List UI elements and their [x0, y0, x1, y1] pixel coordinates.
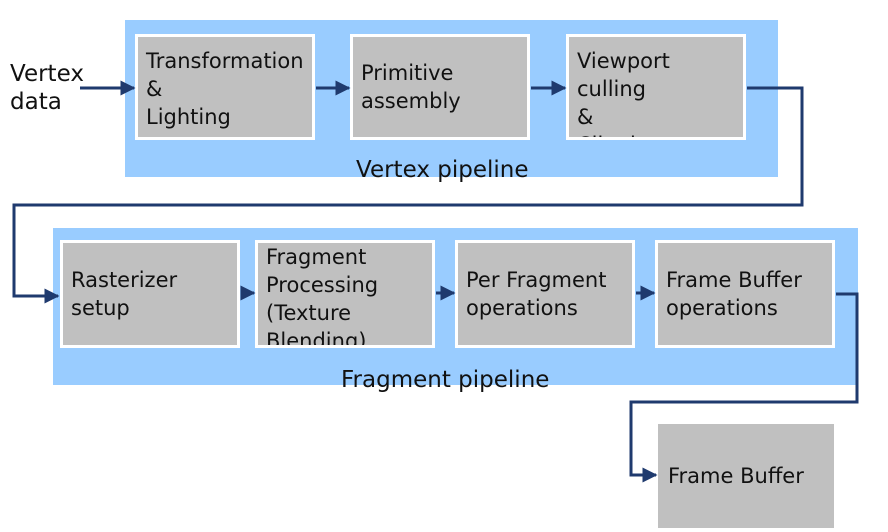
- frame-buffer-box: Frame Buffer: [658, 424, 834, 528]
- arrow-frame-buffer-ops-to-frame-buffer: [629, 292, 859, 483]
- stage-per-fragment-operations: Per Fragment operations: [455, 240, 635, 348]
- stage-primitive-assembly: Primitive assembly: [350, 34, 530, 140]
- stage-fragment-processing: Fragment Processing (Texture Blending): [255, 240, 435, 348]
- arrow-viewport-to-rasterizer: [12, 86, 804, 304]
- stage-viewport-culling-clipping: Viewport culling & Clipping: [566, 34, 746, 140]
- stage-transformation-lighting: Transformation & Lighting: [135, 34, 315, 140]
- vertex-pipeline-title: Vertex pipeline: [356, 157, 529, 183]
- vertex-data-label: Vertex data: [10, 61, 84, 115]
- stage-rasterizer-setup: Rasterizer setup: [60, 240, 240, 348]
- stage-frame-buffer-operations: Frame Buffer operations: [655, 240, 835, 348]
- fragment-pipeline-title: Fragment pipeline: [341, 367, 550, 393]
